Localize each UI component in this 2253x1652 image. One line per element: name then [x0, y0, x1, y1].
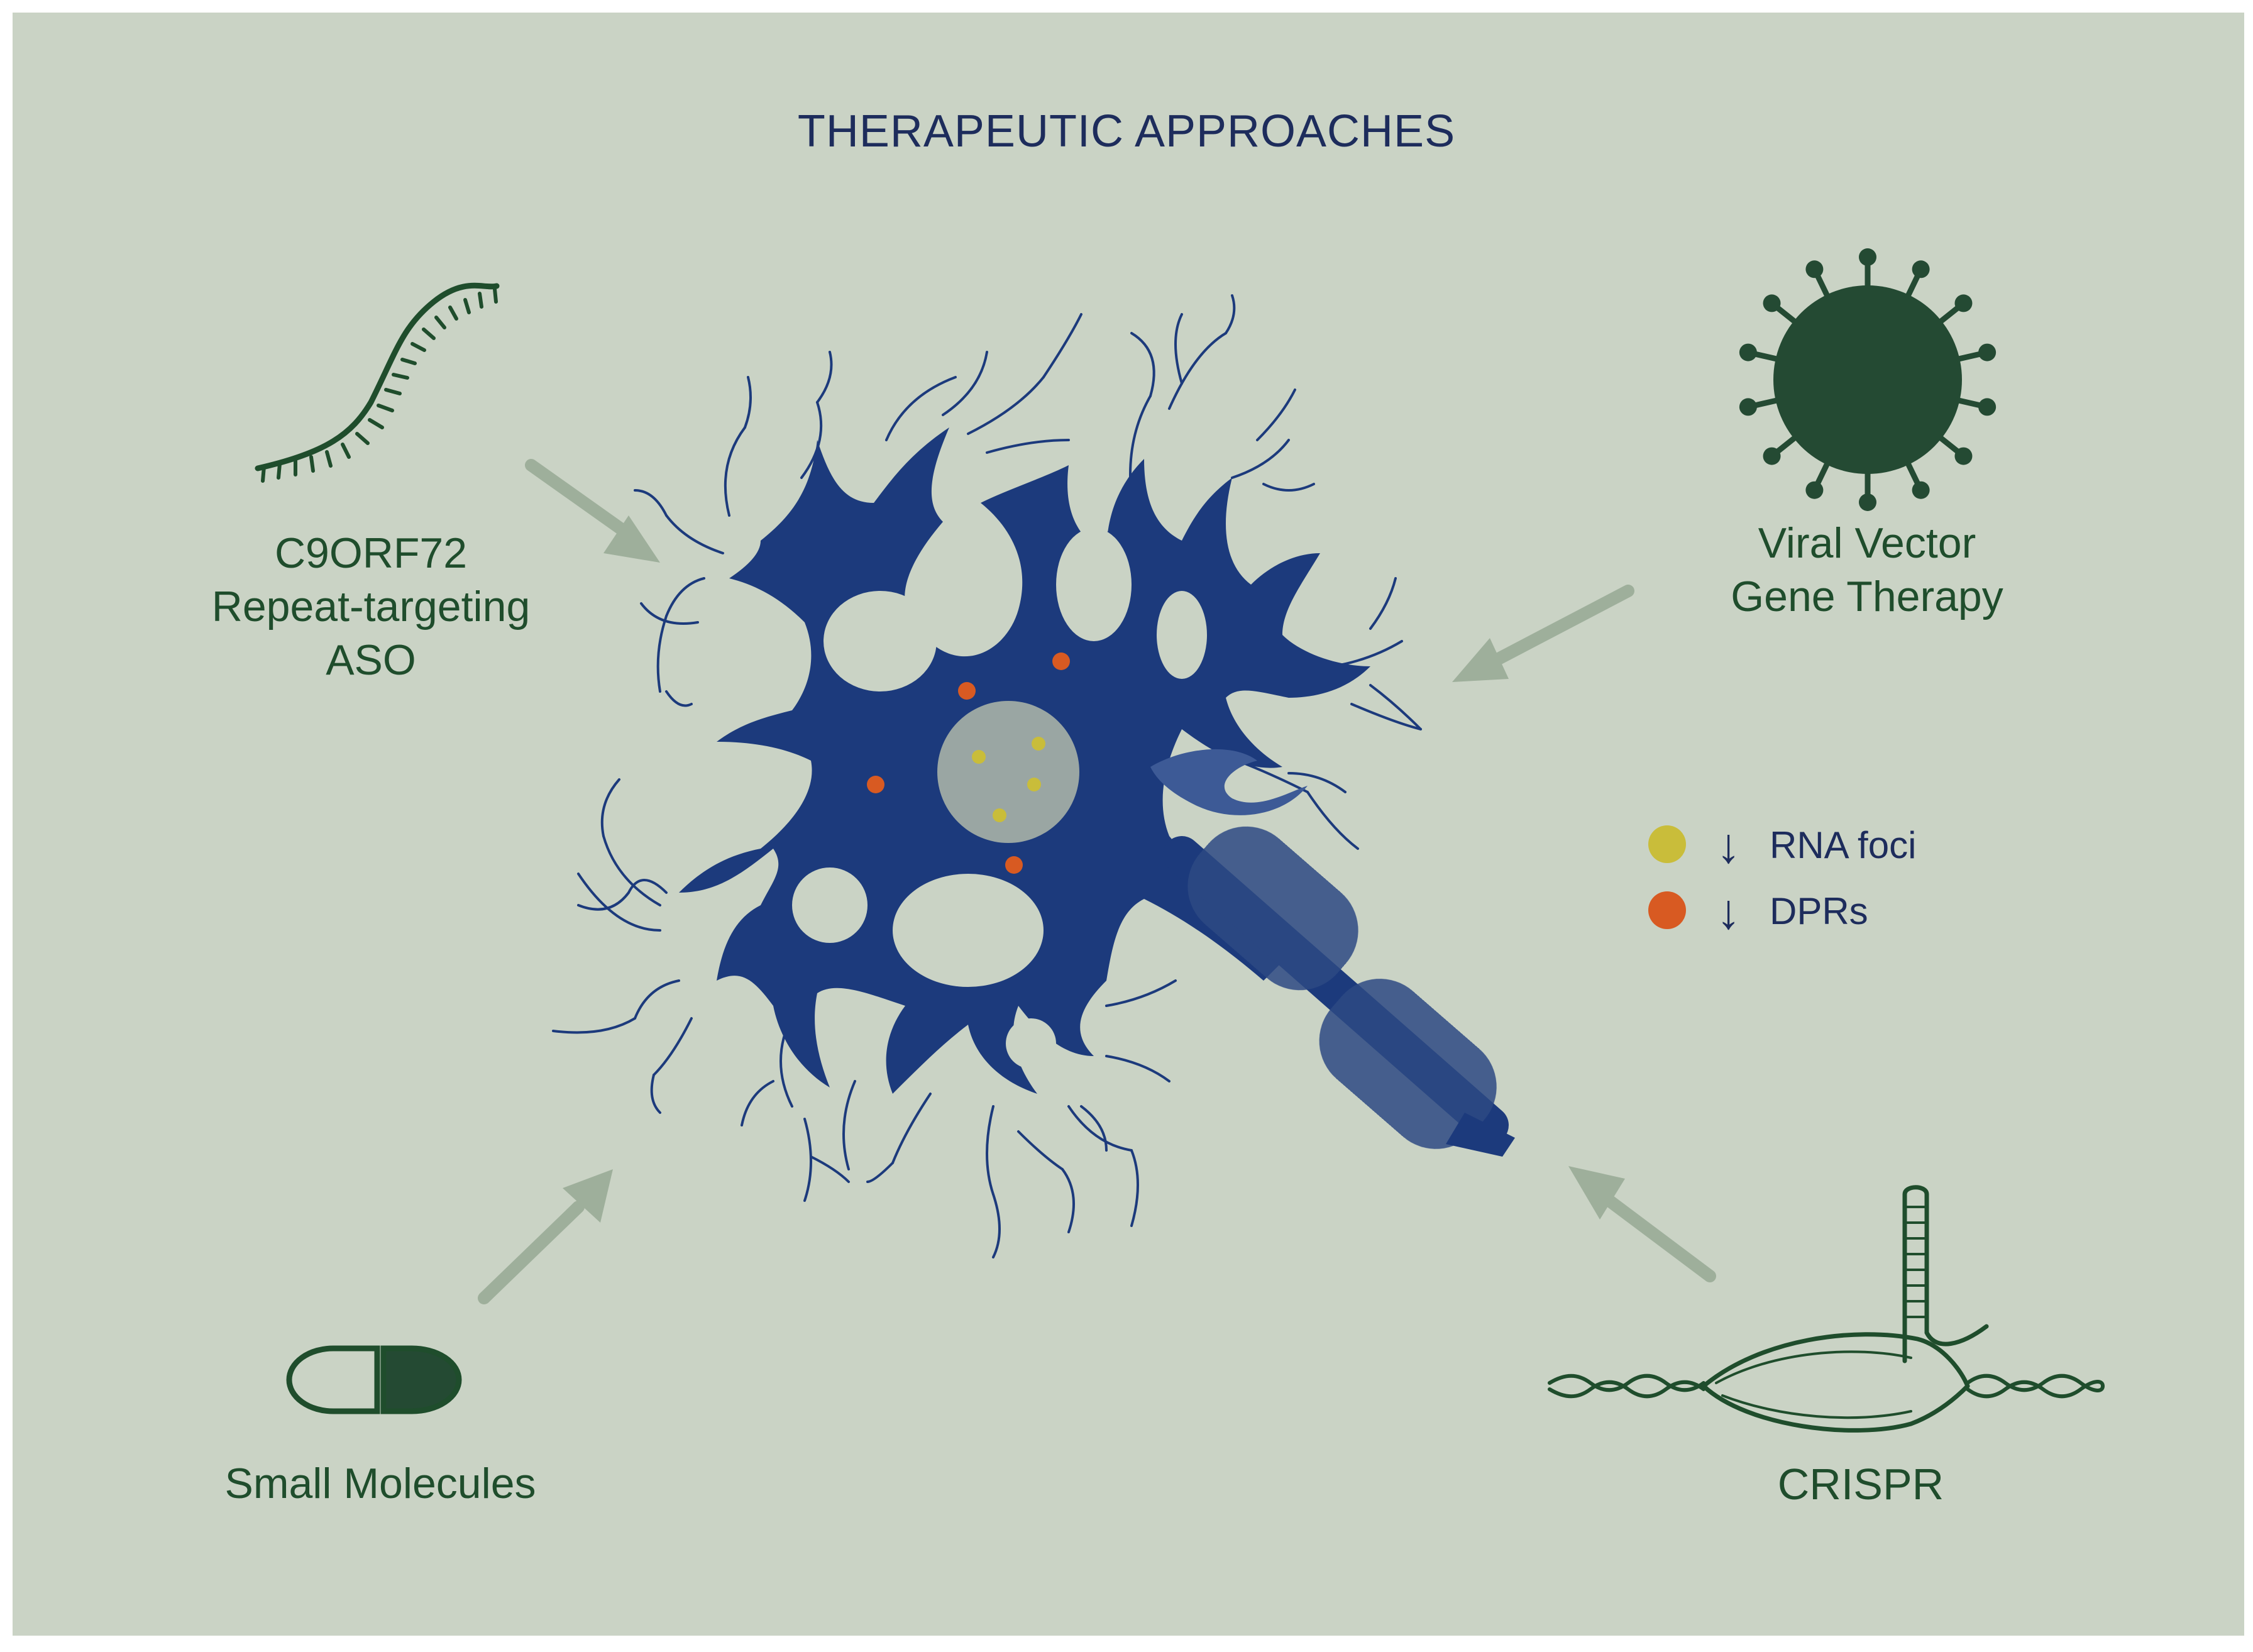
virus-spike-tip	[1805, 260, 1824, 278]
legend-dpr-label: DPRs	[1770, 890, 1868, 932]
virus-spike-tip	[1763, 447, 1781, 465]
virus-spike-tip	[1912, 260, 1930, 278]
virus-spike-tip	[1954, 294, 1973, 312]
aso-label-line1: C9ORF72	[274, 529, 468, 577]
legend-rna-foci-arrow: ↓	[1716, 818, 1741, 873]
virus-spike-tip	[1978, 398, 1997, 416]
legend-dpr-arrow: ↓	[1716, 884, 1741, 939]
virus-spike-tip	[1954, 447, 1973, 465]
myelin-sheath	[1187, 826, 1497, 1149]
soma-gaps	[792, 528, 1207, 1069]
rna-foci	[972, 737, 1045, 822]
arrow-from-crispr	[1568, 1166, 1716, 1282]
aso-label: C9ORF72 Repeat-targeting ASO	[145, 527, 597, 687]
dpr-dots	[867, 653, 1070, 874]
arrows	[478, 459, 1716, 1304]
virus-spike-tip	[1739, 343, 1757, 361]
nucleus	[937, 701, 1079, 843]
arrow-from-small-molecules	[478, 1169, 613, 1304]
virus-spike-tip	[1978, 343, 1997, 361]
aso-label-line2: Repeat-targeting	[211, 583, 531, 631]
dna-guide-rna-icon	[1548, 1185, 2105, 1433]
crispr-label: CRISPR	[1777, 1460, 1944, 1509]
virus-spike-tip	[1912, 481, 1930, 499]
neuron	[552, 294, 1515, 1258]
legend-rna-foci-dot	[1648, 825, 1686, 863]
legend-dpr-dot	[1648, 891, 1686, 929]
axon-hillock-branch	[1150, 749, 1308, 815]
virus-spike-tip	[1763, 294, 1781, 312]
diagram-title: THERAPEUTIC APPROACHES	[797, 106, 1456, 157]
viral-vector-label: Viral Vector Gene Therapy	[1647, 517, 2087, 624]
virus-spike-tip	[1805, 481, 1824, 499]
arrow-from-viral	[1452, 585, 1634, 682]
small-molecules-label: Small Molecules	[224, 1460, 536, 1507]
virus-spike-tip	[1859, 248, 1876, 266]
axon-terminal	[1446, 1113, 1515, 1157]
capsule-icon	[286, 1345, 462, 1414]
viral-label-line2: Gene Therapy	[1731, 573, 2003, 620]
legend-rna-foci-label: RNA foci	[1770, 824, 1917, 866]
virus-spike-tip	[1859, 493, 1876, 511]
arrow-from-aso	[525, 459, 660, 563]
viral-label-line1: Viral Vector	[1758, 519, 1976, 567]
aso-strand-icon	[255, 282, 500, 483]
dendrite-tips	[552, 294, 1422, 1258]
legend	[1648, 825, 1686, 929]
virus-icon	[1739, 248, 1997, 511]
aso-label-line3: ASO	[326, 636, 416, 684]
virus-spike-tip	[1739, 398, 1757, 416]
